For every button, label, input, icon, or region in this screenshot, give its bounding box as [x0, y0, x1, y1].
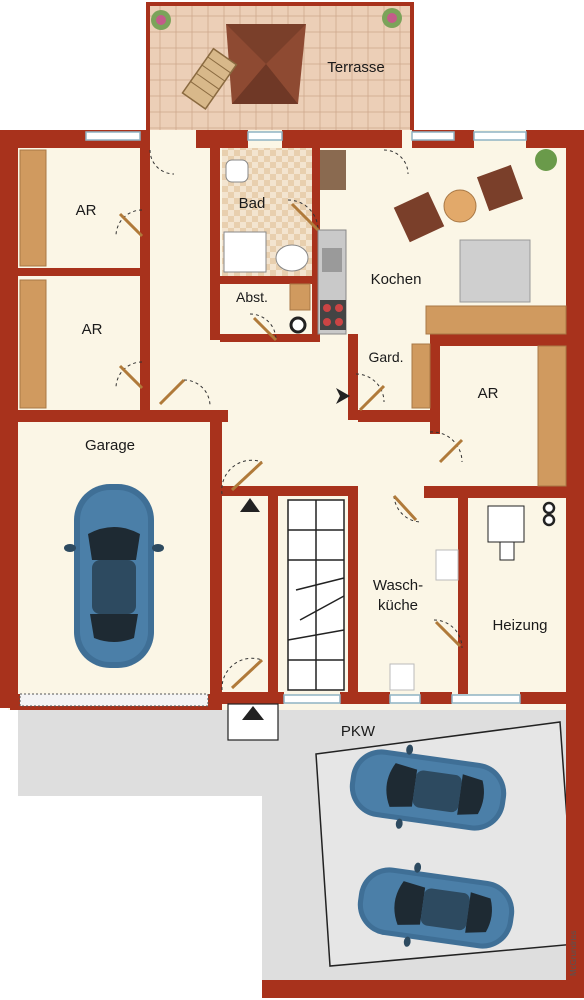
toilet-icon — [225, 159, 249, 183]
counter-icon — [459, 239, 531, 303]
deck-chair-icon — [181, 47, 238, 111]
room-label-wardrobe: Gard. — [368, 349, 403, 365]
staircase — [287, 499, 345, 691]
room-label-kitchen: Kochen — [371, 271, 422, 288]
kitchen-furniture — [317, 149, 567, 335]
credit-text: McGrundriss — [569, 931, 578, 976]
boiler-icon — [487, 505, 525, 543]
garage-door[interactable] — [19, 693, 209, 707]
room-label-storage: AR — [478, 385, 499, 402]
parking-area — [18, 708, 582, 994]
room-label-storage: AR — [82, 321, 103, 338]
heating-equipment — [487, 501, 556, 561]
bath-fixtures — [223, 159, 309, 273]
room-label-terrace: Terrasse — [327, 59, 385, 76]
dryer-icon — [389, 663, 415, 691]
arrow-right-icon — [336, 388, 350, 404]
chimney-icon — [289, 316, 307, 334]
plant-icon — [535, 149, 557, 171]
car-garage-icon — [64, 484, 164, 668]
armchair-icon — [393, 191, 445, 243]
room-label-parking: PKW — [341, 723, 376, 740]
windows — [85, 131, 527, 704]
door-leaves — [118, 202, 464, 690]
armchair-icon — [476, 164, 524, 212]
washing-machine-icon — [435, 549, 459, 581]
room-label-laundry: Wasch- — [373, 577, 423, 594]
shower-icon — [223, 231, 267, 273]
room-label-laundry: küche — [378, 597, 418, 614]
storage-shelves — [19, 149, 567, 487]
washbasin-icon — [275, 244, 309, 272]
appliance-icon — [320, 150, 346, 190]
table-icon — [443, 189, 477, 223]
arrow-up-icon — [242, 706, 264, 720]
walls — [0, 130, 584, 998]
sink-icon — [322, 248, 342, 272]
stove-icon — [320, 300, 346, 330]
wardrobe-shelf — [411, 343, 431, 409]
room-label-heating: Heizung — [492, 617, 547, 634]
room-label-bath: Bad — [239, 195, 266, 212]
room-label-closet: Abst. — [236, 289, 268, 305]
arrow-up-icon — [240, 498, 260, 512]
room-label-storage: AR — [76, 202, 97, 219]
room-label-garage: Garage — [85, 437, 135, 454]
terrace: Terrasse — [146, 2, 414, 136]
closet-shelf — [289, 283, 311, 311]
